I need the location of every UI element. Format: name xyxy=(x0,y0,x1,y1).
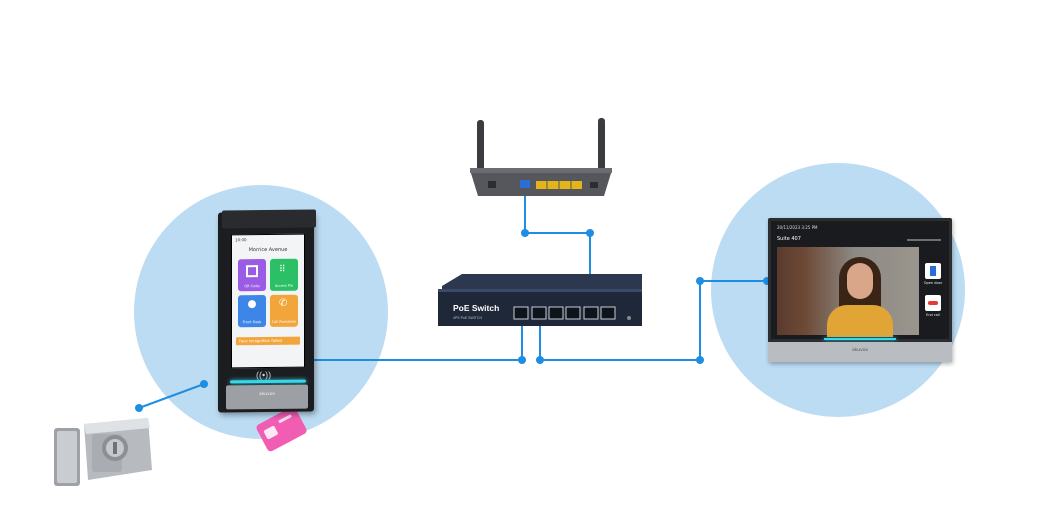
wire-node xyxy=(518,356,526,364)
monitor-bezel: akuvox xyxy=(768,342,952,362)
monitor-light-bar xyxy=(824,338,896,340)
tile-label: Front Desk xyxy=(242,320,262,325)
wire-node xyxy=(586,229,594,237)
tile-label: Call Residents xyxy=(271,319,297,324)
switch-label: PoE Switch xyxy=(453,303,499,313)
switch-sublabel: 4PS PoE SWITCH xyxy=(453,316,482,320)
wire-node xyxy=(536,356,544,364)
door-icon xyxy=(930,266,936,276)
monitor-screen: 20/11/2023 3:25 PM Suite 407 Open door E… xyxy=(771,221,949,339)
door-station-screen: 10:00 Morrice Avenue QR Code ⠿ Access Pi… xyxy=(231,233,305,369)
brand-logo: akuvox xyxy=(258,391,276,398)
nfc-reader-icon: ((•)) xyxy=(256,369,272,381)
status-time: 10:00 xyxy=(235,237,247,243)
phone-icon: ✆ xyxy=(279,297,288,309)
tile-access-pin[interactable]: ⠿ Access Pin xyxy=(270,258,298,291)
wire-node xyxy=(696,277,704,285)
router-icon xyxy=(470,118,612,196)
wire-node xyxy=(135,404,143,412)
volume-slider[interactable] xyxy=(907,239,941,241)
tile-front-desk[interactable]: Front Desk xyxy=(238,295,266,328)
address-label: Morrice Avenue xyxy=(248,246,288,254)
rfid-card-icon xyxy=(256,406,307,452)
person-icon xyxy=(248,300,256,309)
keypad-icon: ⠿ xyxy=(279,263,286,274)
end-call-label: End call xyxy=(926,313,940,317)
end-call-button[interactable] xyxy=(925,295,941,311)
wire-node xyxy=(200,380,208,388)
door-station-hood xyxy=(222,209,316,229)
lock-wire xyxy=(138,383,205,409)
notice-banner: Face recognition failed xyxy=(236,336,300,346)
open-door-label: Open door xyxy=(923,281,943,285)
wire-node xyxy=(521,229,529,237)
tile-label: QR Code xyxy=(244,284,260,289)
qr-icon xyxy=(246,265,258,278)
monitor-datetime: 20/11/2023 3:25 PM xyxy=(777,225,818,230)
tile-qr-code[interactable]: QR Code xyxy=(238,259,266,292)
switch-ports xyxy=(513,306,616,320)
wire-node xyxy=(696,356,704,364)
caller-label: Suite 407 xyxy=(777,236,801,242)
poe-switch xyxy=(438,274,642,326)
speaker-panel: akuvox xyxy=(226,384,308,410)
tile-call-residents[interactable]: ✆ Call Residents xyxy=(270,294,298,327)
tile-label: Access Pin xyxy=(274,283,294,288)
door-station: 10:00 Morrice Avenue QR Code ⠿ Access Pi… xyxy=(218,209,316,413)
router-wire xyxy=(524,190,591,314)
open-door-button[interactable] xyxy=(925,263,941,279)
caller-face xyxy=(847,263,873,299)
video-feed xyxy=(777,247,919,337)
monitor-brand-logo: akuvox xyxy=(851,348,869,353)
indoor-monitor: 20/11/2023 3:25 PM Suite 407 Open door E… xyxy=(768,218,952,362)
status-light-bar xyxy=(230,379,306,384)
electric-lock-icon xyxy=(54,418,152,486)
hangup-icon xyxy=(928,301,938,305)
caller-shirt xyxy=(827,305,893,337)
